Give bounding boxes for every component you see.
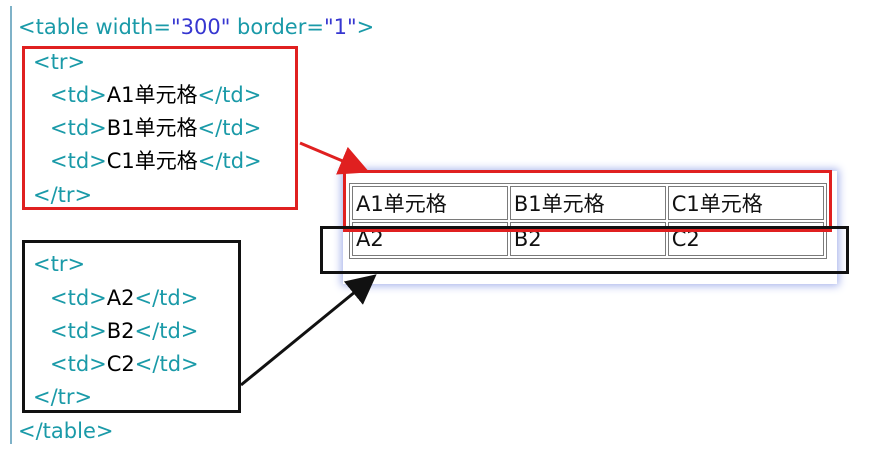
code-line: <td>C1单元格</td>	[50, 148, 262, 174]
code-token: <tr>	[33, 50, 86, 74]
code-token: "1"	[323, 15, 357, 39]
code-line: <td>B1单元格</td>	[50, 115, 261, 141]
code-token: B2	[106, 319, 135, 343]
table-cell: C1单元格	[667, 186, 824, 220]
code-line: <td>A1单元格</td>	[50, 82, 261, 108]
code-line: </table>	[18, 418, 113, 444]
code-token: <td>	[50, 352, 107, 376]
row1-arrow	[299, 141, 370, 175]
code-token: </td>	[134, 319, 199, 343]
code-token: </td>	[134, 352, 199, 376]
code-line: <td>A2</td>	[50, 285, 198, 311]
code-token: <table	[18, 15, 96, 39]
row2-arrow	[240, 274, 377, 387]
code-line: <tr>	[33, 49, 85, 75]
code-token: </td>	[197, 149, 262, 173]
editor-gutter-line	[10, 6, 12, 444]
code-token: width=	[95, 15, 171, 39]
table-cell: A1单元格	[352, 186, 508, 220]
row2-render-highlight	[320, 226, 849, 274]
row1-render-highlight	[343, 170, 832, 232]
code-line: </tr>	[33, 384, 92, 410]
code-token: </td>	[134, 286, 199, 310]
row2-code-highlight	[22, 240, 241, 413]
code-line: <tr>	[33, 251, 85, 277]
code-token: <td>	[50, 286, 107, 310]
code-token: <tr>	[33, 252, 86, 276]
code-token: </table>	[18, 419, 114, 443]
code-token: <td>	[50, 149, 107, 173]
table-cell: B1单元格	[509, 186, 666, 220]
code-line: </tr>	[33, 182, 92, 208]
code-token: C2	[106, 352, 135, 376]
code-token: C1单元格	[106, 149, 198, 173]
code-token: "300"	[170, 15, 231, 39]
code-token: <td>	[50, 83, 107, 107]
code-token: <td>	[50, 116, 107, 140]
code-line: <table width="300" border="1">	[18, 14, 374, 40]
code-token: </td>	[197, 83, 262, 107]
code-token: border=	[230, 15, 324, 39]
row1-code-highlight	[22, 46, 298, 210]
code-token: A2	[106, 286, 135, 310]
code-token: </td>	[197, 116, 262, 140]
code-token: B1单元格	[106, 116, 198, 140]
code-line: <td>C2</td>	[50, 351, 199, 377]
table-row: A1单元格 B1单元格 C1单元格	[352, 186, 824, 220]
code-token: <td>	[50, 319, 107, 343]
code-token: A1单元格	[106, 83, 198, 107]
code-token: </tr>	[33, 183, 93, 207]
code-token: </tr>	[33, 385, 93, 409]
code-line: <td>B2</td>	[50, 318, 198, 344]
code-token: >	[356, 15, 375, 39]
